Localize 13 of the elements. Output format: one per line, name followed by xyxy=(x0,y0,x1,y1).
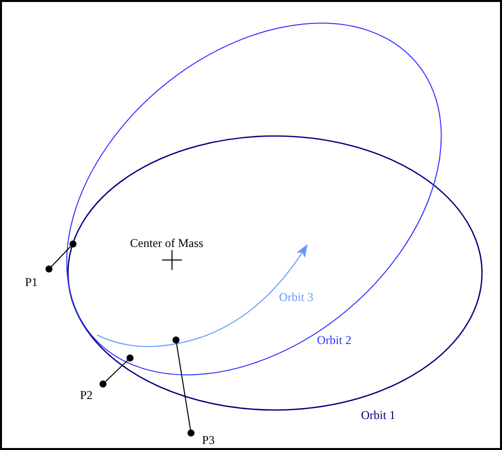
point-label: P2 xyxy=(80,388,93,402)
point-dot xyxy=(70,240,76,248)
leader-line xyxy=(100,360,128,388)
point-label: P3 xyxy=(202,433,215,447)
point-dot xyxy=(126,354,134,362)
leader-line xyxy=(46,246,72,272)
orbit-label: Orbit 1 xyxy=(361,408,396,422)
center-label: Center of Mass xyxy=(130,236,204,250)
orbit-label: Orbit 2 xyxy=(317,333,352,347)
leader-line xyxy=(176,342,194,436)
orbit-label: Orbit 3 xyxy=(279,290,314,304)
point-label: P1 xyxy=(25,275,38,289)
point-dot xyxy=(172,336,180,344)
